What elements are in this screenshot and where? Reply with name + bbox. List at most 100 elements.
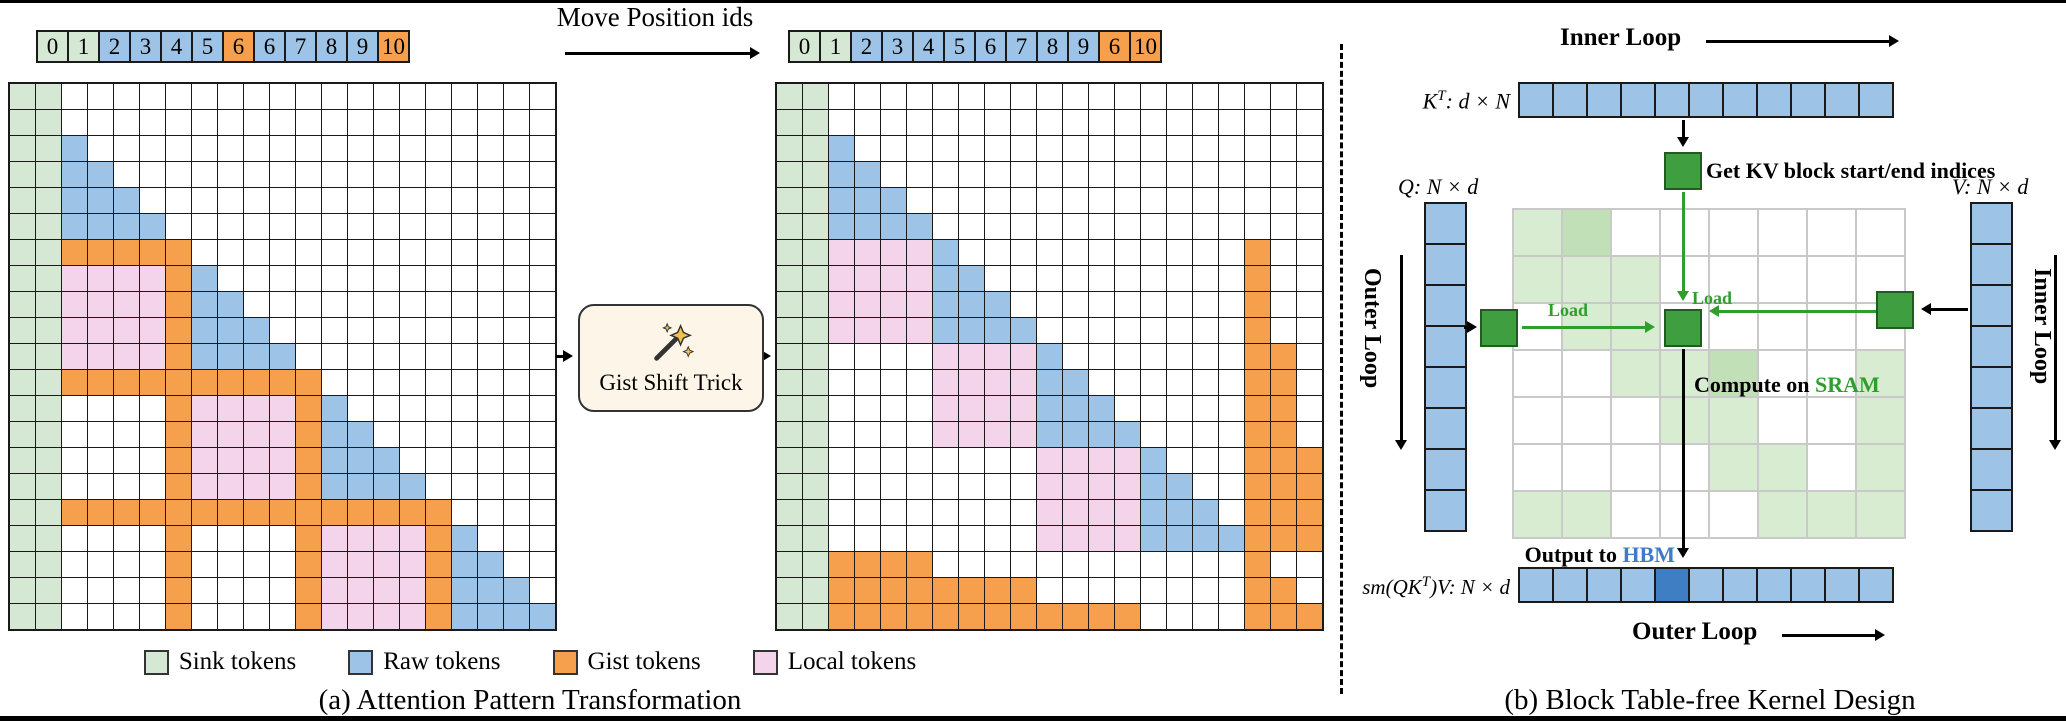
attention-cell [1297, 266, 1322, 291]
figure-top-border [0, 0, 2066, 3]
attention-cell [829, 110, 854, 135]
attention-cell [10, 214, 35, 239]
get-kv-indices-label: Get KV block start/end indices [1706, 158, 1996, 183]
q-block-cell [1424, 448, 1467, 491]
attention-cell [348, 110, 373, 135]
attention-cell [10, 578, 35, 603]
attention-cell [1089, 396, 1114, 421]
attention-cell [426, 214, 451, 239]
position-id-cell: 6 [974, 30, 1007, 63]
attention-cell [1089, 318, 1114, 343]
attention-cell [855, 500, 880, 525]
attention-cell [36, 604, 61, 629]
attention-cell [959, 344, 984, 369]
attention-cell [1011, 422, 1036, 447]
q-block-cell [1424, 243, 1467, 286]
attention-cell [803, 526, 828, 551]
attention-cell [1011, 552, 1036, 577]
attention-cell [1037, 240, 1062, 265]
attention-cell [985, 110, 1010, 135]
attention-cell [374, 526, 399, 551]
kv-block-cell [1563, 351, 1610, 396]
attention-cell [985, 292, 1010, 317]
attention-cell [1245, 214, 1270, 239]
legend-label: Gist tokens [587, 648, 701, 675]
k-block-cell [1688, 82, 1724, 118]
attention-cell [504, 266, 529, 291]
attention-cell [140, 448, 165, 473]
attention-cell [1011, 396, 1036, 421]
attention-cell [62, 240, 87, 265]
output-block-cell [1790, 567, 1826, 603]
attention-cell [192, 318, 217, 343]
attention-cell [10, 422, 35, 447]
attention-cell [933, 500, 958, 525]
attention-cell [803, 370, 828, 395]
attention-cell [1297, 344, 1322, 369]
attention-cell [1271, 136, 1296, 161]
attention-cell [166, 474, 191, 499]
attention-cell [426, 474, 451, 499]
attention-cell [1167, 604, 1192, 629]
attention-cell [1089, 266, 1114, 291]
attention-cell [933, 526, 958, 551]
attention-cell [933, 266, 958, 291]
attention-cell [881, 526, 906, 551]
attention-cell [192, 188, 217, 213]
attention-cell [1115, 266, 1140, 291]
attention-cell [829, 422, 854, 447]
attention-cell [478, 214, 503, 239]
attention-cell [218, 370, 243, 395]
attention-cell [1089, 448, 1114, 473]
attention-cell [855, 162, 880, 187]
attention-cell [322, 84, 347, 109]
attention-cell [10, 396, 35, 421]
attention-cell [322, 474, 347, 499]
attention-cell [400, 110, 425, 135]
attention-cell [1297, 318, 1322, 343]
attention-cell [907, 526, 932, 551]
attention-cell [244, 318, 269, 343]
attention-cell [1037, 526, 1062, 551]
attention-cell [62, 318, 87, 343]
attention-cell [218, 266, 243, 291]
attention-cell [803, 552, 828, 577]
attention-cell [374, 84, 399, 109]
attention-cell [166, 292, 191, 317]
attention-cell [777, 422, 802, 447]
attention-cell [452, 292, 477, 317]
attention-cell [1167, 110, 1192, 135]
attention-cell [881, 162, 906, 187]
kv-block-cell [1710, 351, 1757, 396]
attention-cell [907, 578, 932, 603]
attention-cell [530, 526, 555, 551]
attention-cell [452, 318, 477, 343]
attention-cell [1141, 188, 1166, 213]
gist-shift-trick-box: Gist Shift Trick [578, 304, 764, 412]
kv-block-cell [1612, 445, 1659, 490]
attention-cell [855, 266, 880, 291]
attention-cell [192, 500, 217, 525]
attention-cell [504, 84, 529, 109]
attention-cell [452, 552, 477, 577]
attention-cell [1115, 318, 1140, 343]
attention-cell [166, 188, 191, 213]
attention-cell [907, 344, 932, 369]
attention-cell [114, 396, 139, 421]
attention-cell [296, 240, 321, 265]
attention-cell [777, 266, 802, 291]
attention-cell [1037, 344, 1062, 369]
attention-cell [400, 422, 425, 447]
attention-cell [829, 84, 854, 109]
attention-cell [218, 318, 243, 343]
attention-cell [1271, 188, 1296, 213]
attention-cell [166, 500, 191, 525]
attention-cell [933, 344, 958, 369]
attention-cell [1297, 240, 1322, 265]
attention-cell [114, 552, 139, 577]
kv-block-cell [1612, 351, 1659, 396]
attention-cell [829, 136, 854, 161]
attention-cell [1037, 604, 1062, 629]
attention-cell [530, 292, 555, 317]
attention-cell [933, 552, 958, 577]
